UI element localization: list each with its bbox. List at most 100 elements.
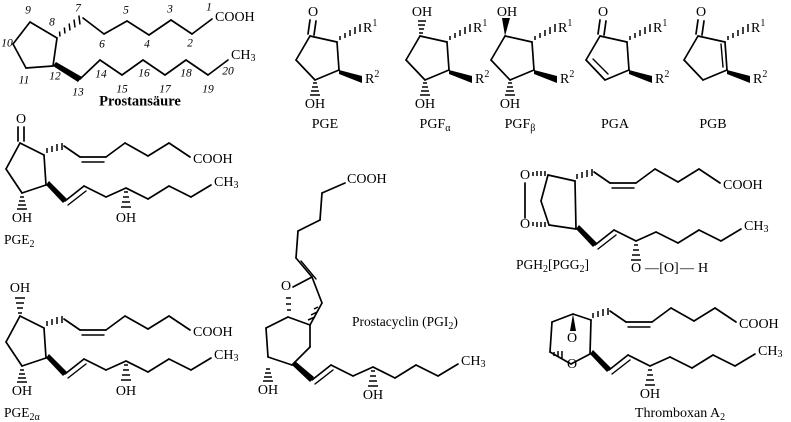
top-hydroxyl-label: OH <box>10 281 30 296</box>
cyclopentenone-ring <box>683 35 728 81</box>
hash-wedge-bottom-oh <box>17 369 27 383</box>
hash-wedge-top-oh <box>15 297 25 314</box>
hash-wedge-ring-oh <box>17 196 27 210</box>
cooh-label: COOH <box>193 325 233 340</box>
atom-number-14: 14 <box>95 69 107 81</box>
ketone-group <box>307 19 317 36</box>
cyclopentane-ring <box>5 315 47 367</box>
r2-label: R2 <box>560 69 574 87</box>
peroxide-group-label: O—[O]—H <box>631 261 708 276</box>
caption-pgf-alpha: PGFα <box>420 117 452 134</box>
caption-pga: PGA <box>601 117 630 132</box>
upper-chain <box>82 17 213 36</box>
bold-wedge-lower-chain <box>292 361 314 382</box>
hash-wedge-r1 <box>727 24 749 40</box>
lower-chain <box>608 353 756 375</box>
cooh-label: COOH <box>723 178 763 193</box>
bold-wedge-lower-chain <box>46 181 67 203</box>
ch3-label: CH3 <box>214 175 238 191</box>
lower-chain <box>64 184 212 206</box>
ring-oxygen-label: O <box>281 279 291 294</box>
structure-pgf-beta: OH R1 R2 OH PGFβ <box>480 4 590 134</box>
ch3-label: CH3 <box>461 354 485 370</box>
r1-label: R1 <box>558 18 572 36</box>
bold-wedge-lower-chain <box>576 225 597 247</box>
r1-label: R1 <box>653 18 667 36</box>
chain-hydroxyl-label: OH <box>116 211 136 226</box>
bold-wedge-r2 <box>629 70 652 83</box>
caption-pge2: PGE2 <box>4 232 35 250</box>
lower-chain <box>64 357 212 379</box>
ch3-label: CH3 <box>231 48 255 64</box>
cyclopentenone-ring <box>585 35 630 81</box>
r1-label: R1 <box>363 18 377 36</box>
atom-number-16: 16 <box>138 68 150 80</box>
ring-oxygen-label: O <box>567 357 577 372</box>
ring-hydroxyl-label: OH <box>258 383 278 398</box>
bold-wedge-bridge <box>570 314 576 331</box>
atom-number-10: 10 <box>1 38 13 50</box>
chain-hydroxyl-label: OH <box>116 384 136 399</box>
hash-wedge-bottom-oh <box>505 82 515 96</box>
cyclopentane-ring <box>12 21 58 69</box>
structure-pga: O R1 R2 PGA <box>580 4 685 134</box>
hash-wedge-c8 <box>58 15 81 37</box>
atom-number-12: 12 <box>49 71 61 83</box>
cyclopentane-ring <box>405 35 450 81</box>
atom-number-8: 8 <box>49 17 55 29</box>
ketone-o-label: O <box>16 112 26 127</box>
ch3-label: CH3 <box>758 344 782 360</box>
r2-label: R2 <box>365 69 379 87</box>
caption-prostanoic-acid: Prostansäure <box>99 93 181 109</box>
structure-pgf-alpha: OH R1 R2 OH PGFα <box>400 4 505 134</box>
atom-number-15: 15 <box>116 84 128 96</box>
r2-label: R2 <box>753 69 767 87</box>
caption-thromboxane-a2: Thromboxan A2 <box>635 406 725 422</box>
atom-number-17: 17 <box>159 84 172 96</box>
hash-wedge-ring-fusion <box>307 306 319 321</box>
lower-chain <box>311 363 459 385</box>
cooh-label: COOH <box>193 152 233 167</box>
structure-pge: O R1 R2 OH PGE <box>290 4 395 134</box>
ring-hydroxyl-label: OH <box>12 211 32 226</box>
upper-chain <box>593 168 721 189</box>
atom-number-7: 7 <box>75 3 82 15</box>
peroxide-o-bottom-label: O <box>520 217 530 232</box>
r1-label: R1 <box>751 18 765 36</box>
hydroxyl-label: OH <box>305 97 325 112</box>
bold-wedge-top-oh <box>502 18 510 36</box>
furan-ring <box>287 276 323 326</box>
structure-prostanoic-acid: COOH CH3 1 2 3 4 5 6 7 8 9 10 11 12 13 1… <box>0 0 280 110</box>
bottom-hydroxyl-label: OH <box>500 97 520 112</box>
caption-pgh2: PGH2[PGG2] <box>516 257 589 275</box>
r2-label: R2 <box>655 69 669 87</box>
hash-wedge-ring-oh <box>263 368 273 382</box>
lower-chain <box>79 59 229 80</box>
ketone-o-label: O <box>308 5 318 20</box>
hash-wedge-bridge-bottom <box>553 351 563 358</box>
atom-number-2: 2 <box>187 38 193 50</box>
caption-pgb: PGB <box>699 117 726 132</box>
ch3-label: CH3 <box>214 348 238 364</box>
upper-chain <box>609 307 737 328</box>
hash-wedge-bottom-oh <box>420 82 430 96</box>
atom-number-5: 5 <box>123 5 129 17</box>
caption-pge: PGE <box>312 117 338 132</box>
atom-number-6: 6 <box>99 39 105 51</box>
bold-wedge-c12 <box>53 62 82 82</box>
hash-wedge-o-top <box>532 171 546 176</box>
chain-hydroxyl-label: OH <box>640 387 660 402</box>
caption-prostacyclin: Prostacyclin (PGI2) <box>352 314 458 332</box>
hash-wedge-chain-oh <box>121 191 131 208</box>
ketone-group <box>17 126 25 142</box>
hash-wedge-chain-oh <box>121 364 131 381</box>
bottom-hydroxyl-label: OH <box>12 384 32 399</box>
hash-wedge-upper-chain <box>576 169 593 179</box>
cyclopentanone-ring <box>295 35 340 81</box>
hash-wedge-upper-chain <box>46 316 63 326</box>
bold-wedge-r2 <box>449 70 472 83</box>
atom-number-11: 11 <box>19 75 30 87</box>
atom-number-13: 13 <box>72 87 84 99</box>
lower-chain <box>594 228 742 250</box>
bold-wedge-r2 <box>534 70 557 83</box>
